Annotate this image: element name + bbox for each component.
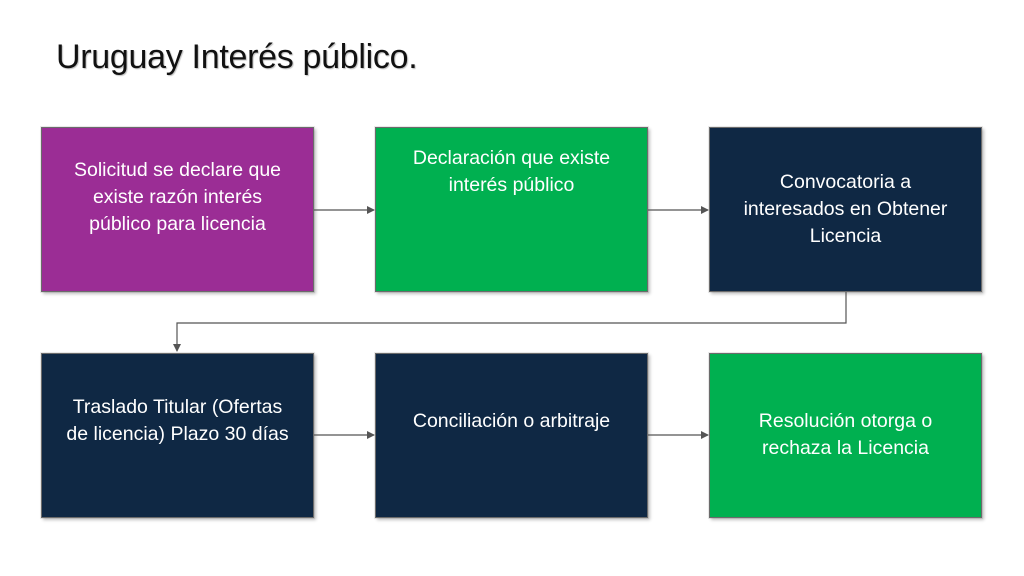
arrow-convocatoria-to-traslado <box>173 292 847 352</box>
step-resolucion-label: Resolución otorga o rechaza la Licencia <box>758 410 933 459</box>
step-convocatoria: Convocatoria a interesados en Obtener Li… <box>709 127 982 292</box>
step-resolucion: Resolución otorga o rechaza la Licencia <box>709 353 982 518</box>
step-conciliacion-label: Conciliación o arbitraje <box>412 410 611 432</box>
step-conciliacion: Conciliación o arbitraje <box>375 353 648 518</box>
step-convocatoria-label: Convocatoria a interesados en Obtener Li… <box>743 171 948 247</box>
step-declaracion-label: Declaración que existe interés público <box>412 147 611 196</box>
page-title: Uruguay Interés público. <box>56 38 418 76</box>
step-traslado-label: Traslado Titular (Ofertas de licencia) P… <box>66 396 289 445</box>
step-traslado: Traslado Titular (Ofertas de licencia) P… <box>41 353 314 518</box>
step-solicitud-label: Solicitud se declare que existe razón in… <box>73 159 282 235</box>
step-declaracion: Declaración que existe interés público <box>375 127 648 292</box>
step-solicitud: Solicitud se declare que existe razón in… <box>41 127 314 292</box>
